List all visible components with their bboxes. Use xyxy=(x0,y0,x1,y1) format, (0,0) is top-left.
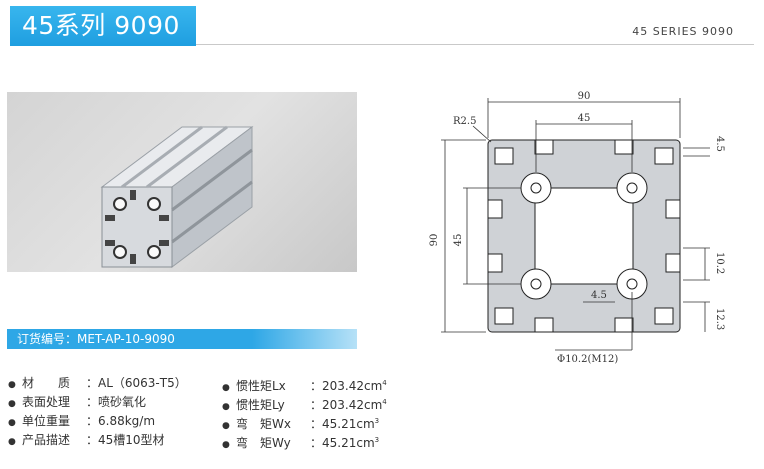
spec-label: 惯性矩Lx xyxy=(236,379,286,393)
spec-value: ：6.88kg/m xyxy=(86,414,156,428)
spec-row: ● 产品描述 ：45槽10型材 xyxy=(8,431,187,450)
spec-value: ：203.42cm xyxy=(310,398,383,412)
specs-right: ●惯性矩Lx：203.42cm4 ●惯性矩Ly：203.42cm4 ●弯 矩Wx… xyxy=(222,374,387,450)
bullet: ● xyxy=(222,421,230,431)
page-title: 45系列 9090 xyxy=(10,6,196,46)
dim-depth: 12.3 xyxy=(714,308,725,330)
dim-height: 90 xyxy=(429,234,440,247)
spec-exponent: 3 xyxy=(374,417,380,425)
spec-row: ● 惯性矩Lx ：203.42cm4 xyxy=(222,374,387,393)
bullet: ● xyxy=(8,399,16,409)
spec-row: ● 材 质 ：AL（6063-T5） xyxy=(8,374,187,393)
specs-left: ● 材 质 ：AL（6063-T5） ● 表面处理 ：喷砂氧化 ● 单位重量 ：6.88kg… xyxy=(8,374,187,450)
spec-row: ● 单位重量 ：6.88kg/m xyxy=(8,412,187,431)
spec-row: ● 弯 矩Wy ：45.21cm3 xyxy=(222,431,387,450)
spec-label: 单位重量 xyxy=(22,414,71,428)
dim-slot-depth: 4.5 xyxy=(714,136,725,152)
bullet: ● xyxy=(8,437,16,447)
spec-value: ：AL（6063-T5） xyxy=(86,376,187,390)
spec-label: 表面处理 xyxy=(22,395,71,409)
header-divider xyxy=(196,44,754,45)
cross-section-svg: 90 45 R2.5 90 45 4.5 10.2 12.3 4.5 Φ10.2… xyxy=(429,91,725,365)
dim-hole: Φ10.2(M12) xyxy=(557,354,618,365)
spec-value: ：45.21cm xyxy=(310,436,375,450)
spec-row: ● 惯性矩Ly ：203.42cm4 xyxy=(222,393,387,412)
bullet: ● xyxy=(8,418,16,428)
spec-row: ● 弯 矩Wx ：45.21cm3 xyxy=(222,412,387,431)
series-label: 45 SERIES 9090 xyxy=(632,25,734,38)
spec-label: 弯 矩Wy xyxy=(236,436,291,450)
spec-value: ：203.42cm xyxy=(310,379,383,393)
bullet: ● xyxy=(8,380,16,390)
spec-label: 材 质 xyxy=(22,376,71,390)
core-hole-bl xyxy=(520,268,552,300)
dim-inner-width: 45 xyxy=(578,113,591,124)
order-number-bar: 订货编号：MET-AP-10-9090 xyxy=(7,329,357,349)
spec-exponent: 4 xyxy=(382,379,387,387)
spec-value: ：喷砂氧化 xyxy=(86,395,147,409)
product-photo xyxy=(7,92,357,272)
dim-wall: 4.5 xyxy=(591,290,607,301)
dim-radius: R2.5 xyxy=(453,116,476,127)
spec-row: ● 表面处理 ：喷砂氧化 xyxy=(8,393,187,412)
core-hole-tl xyxy=(520,172,552,204)
dim-slot-width: 10.2 xyxy=(714,252,725,274)
spec-label: 产品描述 xyxy=(22,433,71,447)
profile-cross-section-drawing: 90 45 R2.5 90 45 4.5 10.2 12.3 4.5 Φ10.2… xyxy=(415,80,755,370)
spec-value: ：45.21cm xyxy=(310,417,375,431)
bullet: ● xyxy=(222,402,230,412)
aluminum-profile-illustration xyxy=(100,125,254,268)
spec-label: 弯 矩Wx xyxy=(236,417,291,431)
bullet: ● xyxy=(222,440,230,450)
dim-top-width: 90 xyxy=(578,91,591,102)
spec-exponent: 4 xyxy=(382,398,387,406)
spec-exponent: 3 xyxy=(374,436,380,444)
spec-label: 惯性矩Ly xyxy=(236,398,285,412)
core-hole-tr xyxy=(616,172,648,204)
dim-inner-height: 45 xyxy=(453,234,464,247)
spec-value: ：45槽10型材 xyxy=(86,433,165,447)
bullet: ● xyxy=(222,383,230,393)
